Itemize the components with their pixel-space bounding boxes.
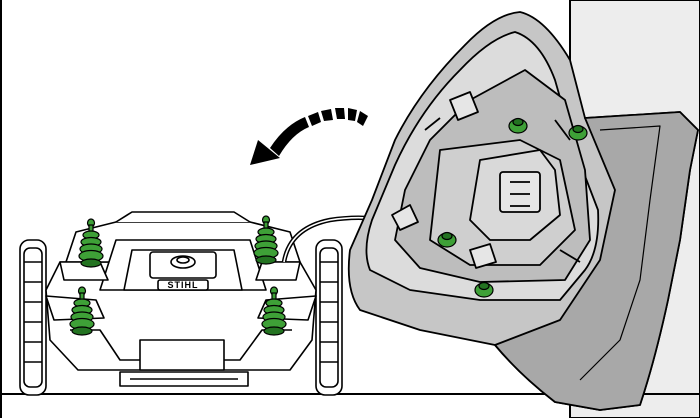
right-wheel [315,239,343,396]
front-bumper [139,339,225,371]
mower-chassis: STIHL [19,211,343,396]
brand-label: STIHL [168,280,199,290]
hood-spring-receptacles [437,117,588,298]
arrow-head [250,140,280,165]
arrow-segment-4 [335,108,345,119]
arrow-segment-1 [270,117,309,156]
arrow-segment-6 [357,111,368,126]
arrow-segment-3 [321,109,333,121]
left-wheel [19,239,47,396]
removed-hood [347,11,699,411]
arrow-segment-5 [348,108,357,121]
arrow-segment-2 [308,112,321,126]
hood-flap [494,111,699,411]
curved-rotation-arrow-icon [250,108,368,165]
